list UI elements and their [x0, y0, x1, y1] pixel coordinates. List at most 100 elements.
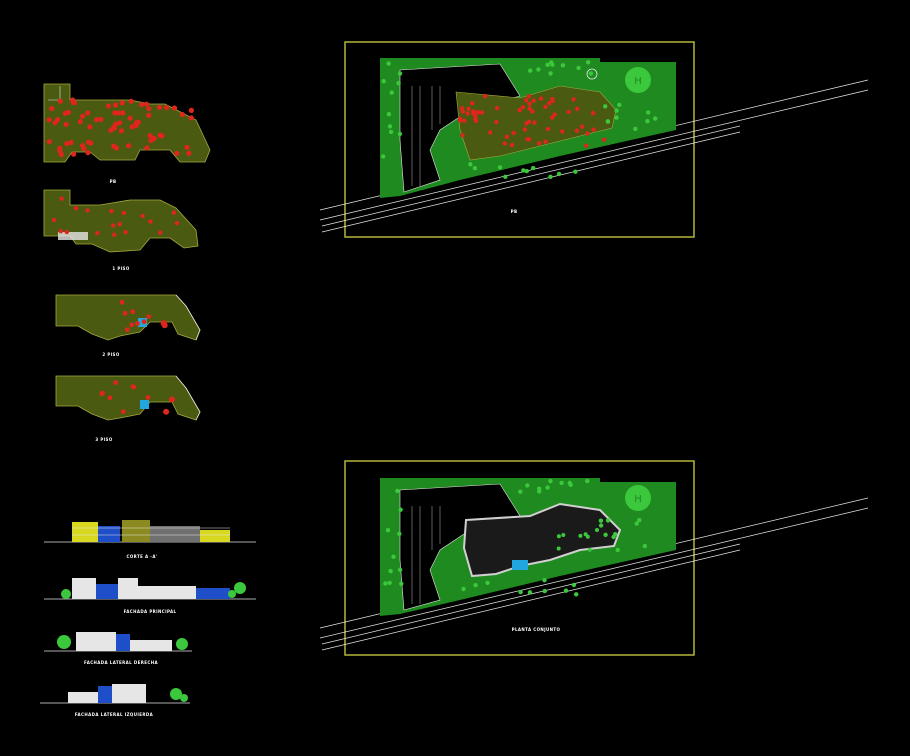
tree-mark [614, 108, 619, 113]
room-mark [482, 93, 488, 99]
floor-plan-3-piso [55, 375, 201, 421]
furniture-mark [169, 396, 175, 403]
furniture-mark [119, 299, 125, 305]
tree-mark [385, 528, 391, 533]
furniture-mark [139, 102, 145, 108]
tree-mark [561, 533, 566, 537]
tree-mark [397, 531, 402, 536]
furniture-mark [113, 145, 119, 151]
tree-mark [613, 532, 618, 537]
tree-mark [548, 478, 553, 484]
tree-mark [386, 112, 392, 117]
tree-mark [386, 61, 391, 66]
furniture-mark [127, 115, 133, 121]
room-mark [511, 130, 516, 136]
section-label-fachada-lateral-derecha: FACHADA LATERAL DERECHA [84, 660, 158, 665]
tree-mark [395, 488, 400, 494]
site-label-conjunto: PLANTA CONJUNTO [512, 627, 561, 632]
tree-mark [397, 567, 403, 572]
tree-mark [642, 543, 647, 549]
floor-plan-furniture-marks [46, 97, 194, 415]
tree-mark [615, 547, 620, 553]
furniture-mark [85, 150, 91, 156]
tree-mark [568, 482, 573, 487]
floor-label-pb: PB [110, 179, 117, 184]
tree-mark [645, 119, 650, 124]
furniture-mark [120, 409, 126, 415]
site-label-pb: PB [511, 209, 518, 214]
furniture-mark [85, 208, 90, 213]
furniture-mark [112, 110, 118, 116]
tree-mark [468, 162, 473, 167]
tree-mark [473, 583, 478, 588]
tree-mark [585, 60, 591, 65]
furniture-mark [113, 380, 119, 385]
furniture-mark [105, 103, 112, 109]
room-mark [462, 118, 467, 124]
tree-mark [603, 104, 608, 109]
tree-mark [605, 518, 611, 523]
room-mark [465, 111, 470, 116]
room-mark [488, 130, 493, 135]
helipad-icon [625, 485, 651, 511]
room-mark [474, 110, 480, 115]
furniture-mark [147, 133, 153, 139]
room-mark [466, 106, 471, 112]
furniture-mark [188, 107, 194, 113]
room-mark [520, 105, 526, 110]
tree-mark [556, 171, 562, 177]
room-mark [571, 97, 576, 102]
furniture-mark [129, 124, 135, 130]
room-mark [509, 142, 515, 148]
tree-mark [542, 578, 547, 583]
helipad-letter: H [634, 494, 642, 505]
tree-mark [598, 523, 604, 528]
furniture-mark [117, 221, 122, 227]
furniture-mark [64, 229, 70, 235]
tree-mark [614, 115, 619, 120]
drawing-frame [344, 41, 695, 238]
tree-mark [397, 131, 403, 137]
tree-mark [548, 71, 553, 76]
tree-mark [549, 60, 554, 65]
tree-mark [653, 116, 658, 121]
furniture-mark [124, 327, 130, 333]
furniture-mark [59, 196, 64, 201]
tree-mark [545, 485, 550, 490]
furniture-mark [111, 223, 116, 228]
furniture-mark [121, 210, 127, 216]
tree-mark [578, 533, 583, 538]
tree-mark [556, 546, 561, 551]
tree-mark [391, 554, 396, 559]
furniture-mark [163, 408, 170, 415]
room-mark [591, 111, 596, 116]
furniture-mark [58, 151, 64, 158]
furniture-mark [146, 314, 152, 319]
furniture-mark [51, 217, 57, 223]
tree-mark [634, 521, 639, 526]
elevation-fachada-lateral-izquierda [40, 684, 190, 704]
room-mark [545, 126, 551, 132]
section-label-fachada-lateral-izquierda: FACHADA LATERAL IZQUIERDA [75, 712, 154, 717]
furniture-mark [126, 143, 132, 149]
furniture-mark [93, 117, 100, 123]
furniture-mark [157, 132, 163, 138]
tree-mark [521, 168, 526, 173]
room-mark [460, 133, 465, 138]
furniture-mark [109, 208, 114, 214]
furniture-mark [188, 115, 194, 121]
tree-mark [388, 129, 394, 135]
tree-mark [603, 532, 608, 537]
furniture-mark [158, 230, 163, 235]
furniture-mark [144, 101, 150, 107]
furniture-mark [49, 105, 55, 112]
furniture-mark [151, 135, 157, 141]
site-plan-conjunto: H [319, 460, 869, 656]
tree-mark [542, 588, 547, 594]
furniture-mark [140, 213, 145, 219]
furniture-mark [85, 110, 91, 116]
elevation-fachada-lateral-derecha [44, 632, 192, 652]
furniture-mark [164, 104, 170, 111]
room-mark [473, 116, 478, 121]
